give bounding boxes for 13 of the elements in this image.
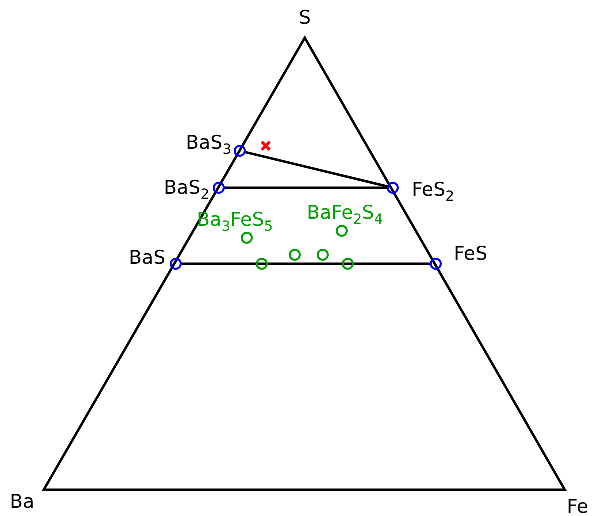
compound-label: FeS xyxy=(454,243,488,265)
compound-label: BaS$_{2}$ xyxy=(164,177,210,199)
corner-label: S xyxy=(299,7,312,29)
corner-label: Fe xyxy=(567,496,589,516)
compound-label: BaS$_{3}$ xyxy=(186,132,232,154)
tie-line xyxy=(244,150,388,188)
tie-line xyxy=(224,186,388,190)
corner-label: Ba xyxy=(10,491,35,513)
tie-line xyxy=(181,262,431,266)
compound-label: FeS$_{2}$ xyxy=(412,179,455,201)
compound-label: BaS xyxy=(129,247,166,269)
compound-label: BaFe$_{2}$S$_{4}$ xyxy=(307,202,384,224)
compound-label: Ba$_{3}$FeS$_{5}$ xyxy=(197,209,274,231)
